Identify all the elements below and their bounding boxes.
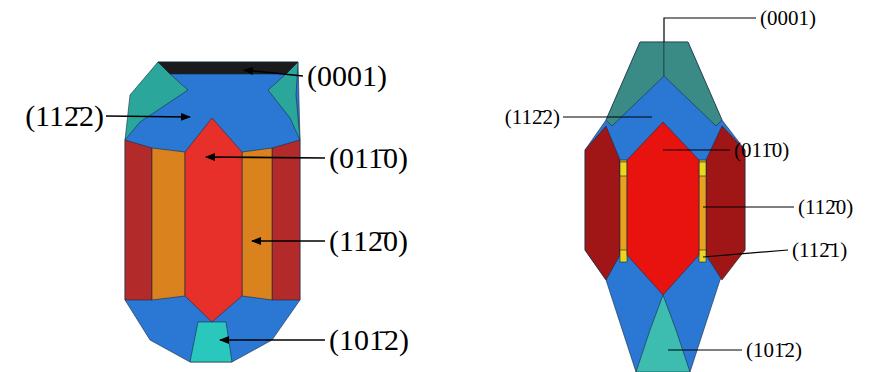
face-label: (0001) bbox=[307, 61, 387, 91]
face-label: (011̄0) bbox=[734, 140, 789, 161]
face-label: (101̄2) bbox=[746, 340, 802, 361]
face-label: (112̄2) bbox=[505, 107, 560, 128]
face-label: (112̄0) bbox=[798, 197, 853, 218]
face-label: (011̄0) bbox=[329, 143, 408, 173]
face-label: (0001) bbox=[760, 8, 816, 29]
face-label: (112̄0) bbox=[329, 226, 408, 256]
face-label: (112̄2) bbox=[25, 101, 104, 131]
face-label: (112̄1) bbox=[792, 240, 847, 261]
face-label: (101̄2) bbox=[329, 325, 409, 355]
